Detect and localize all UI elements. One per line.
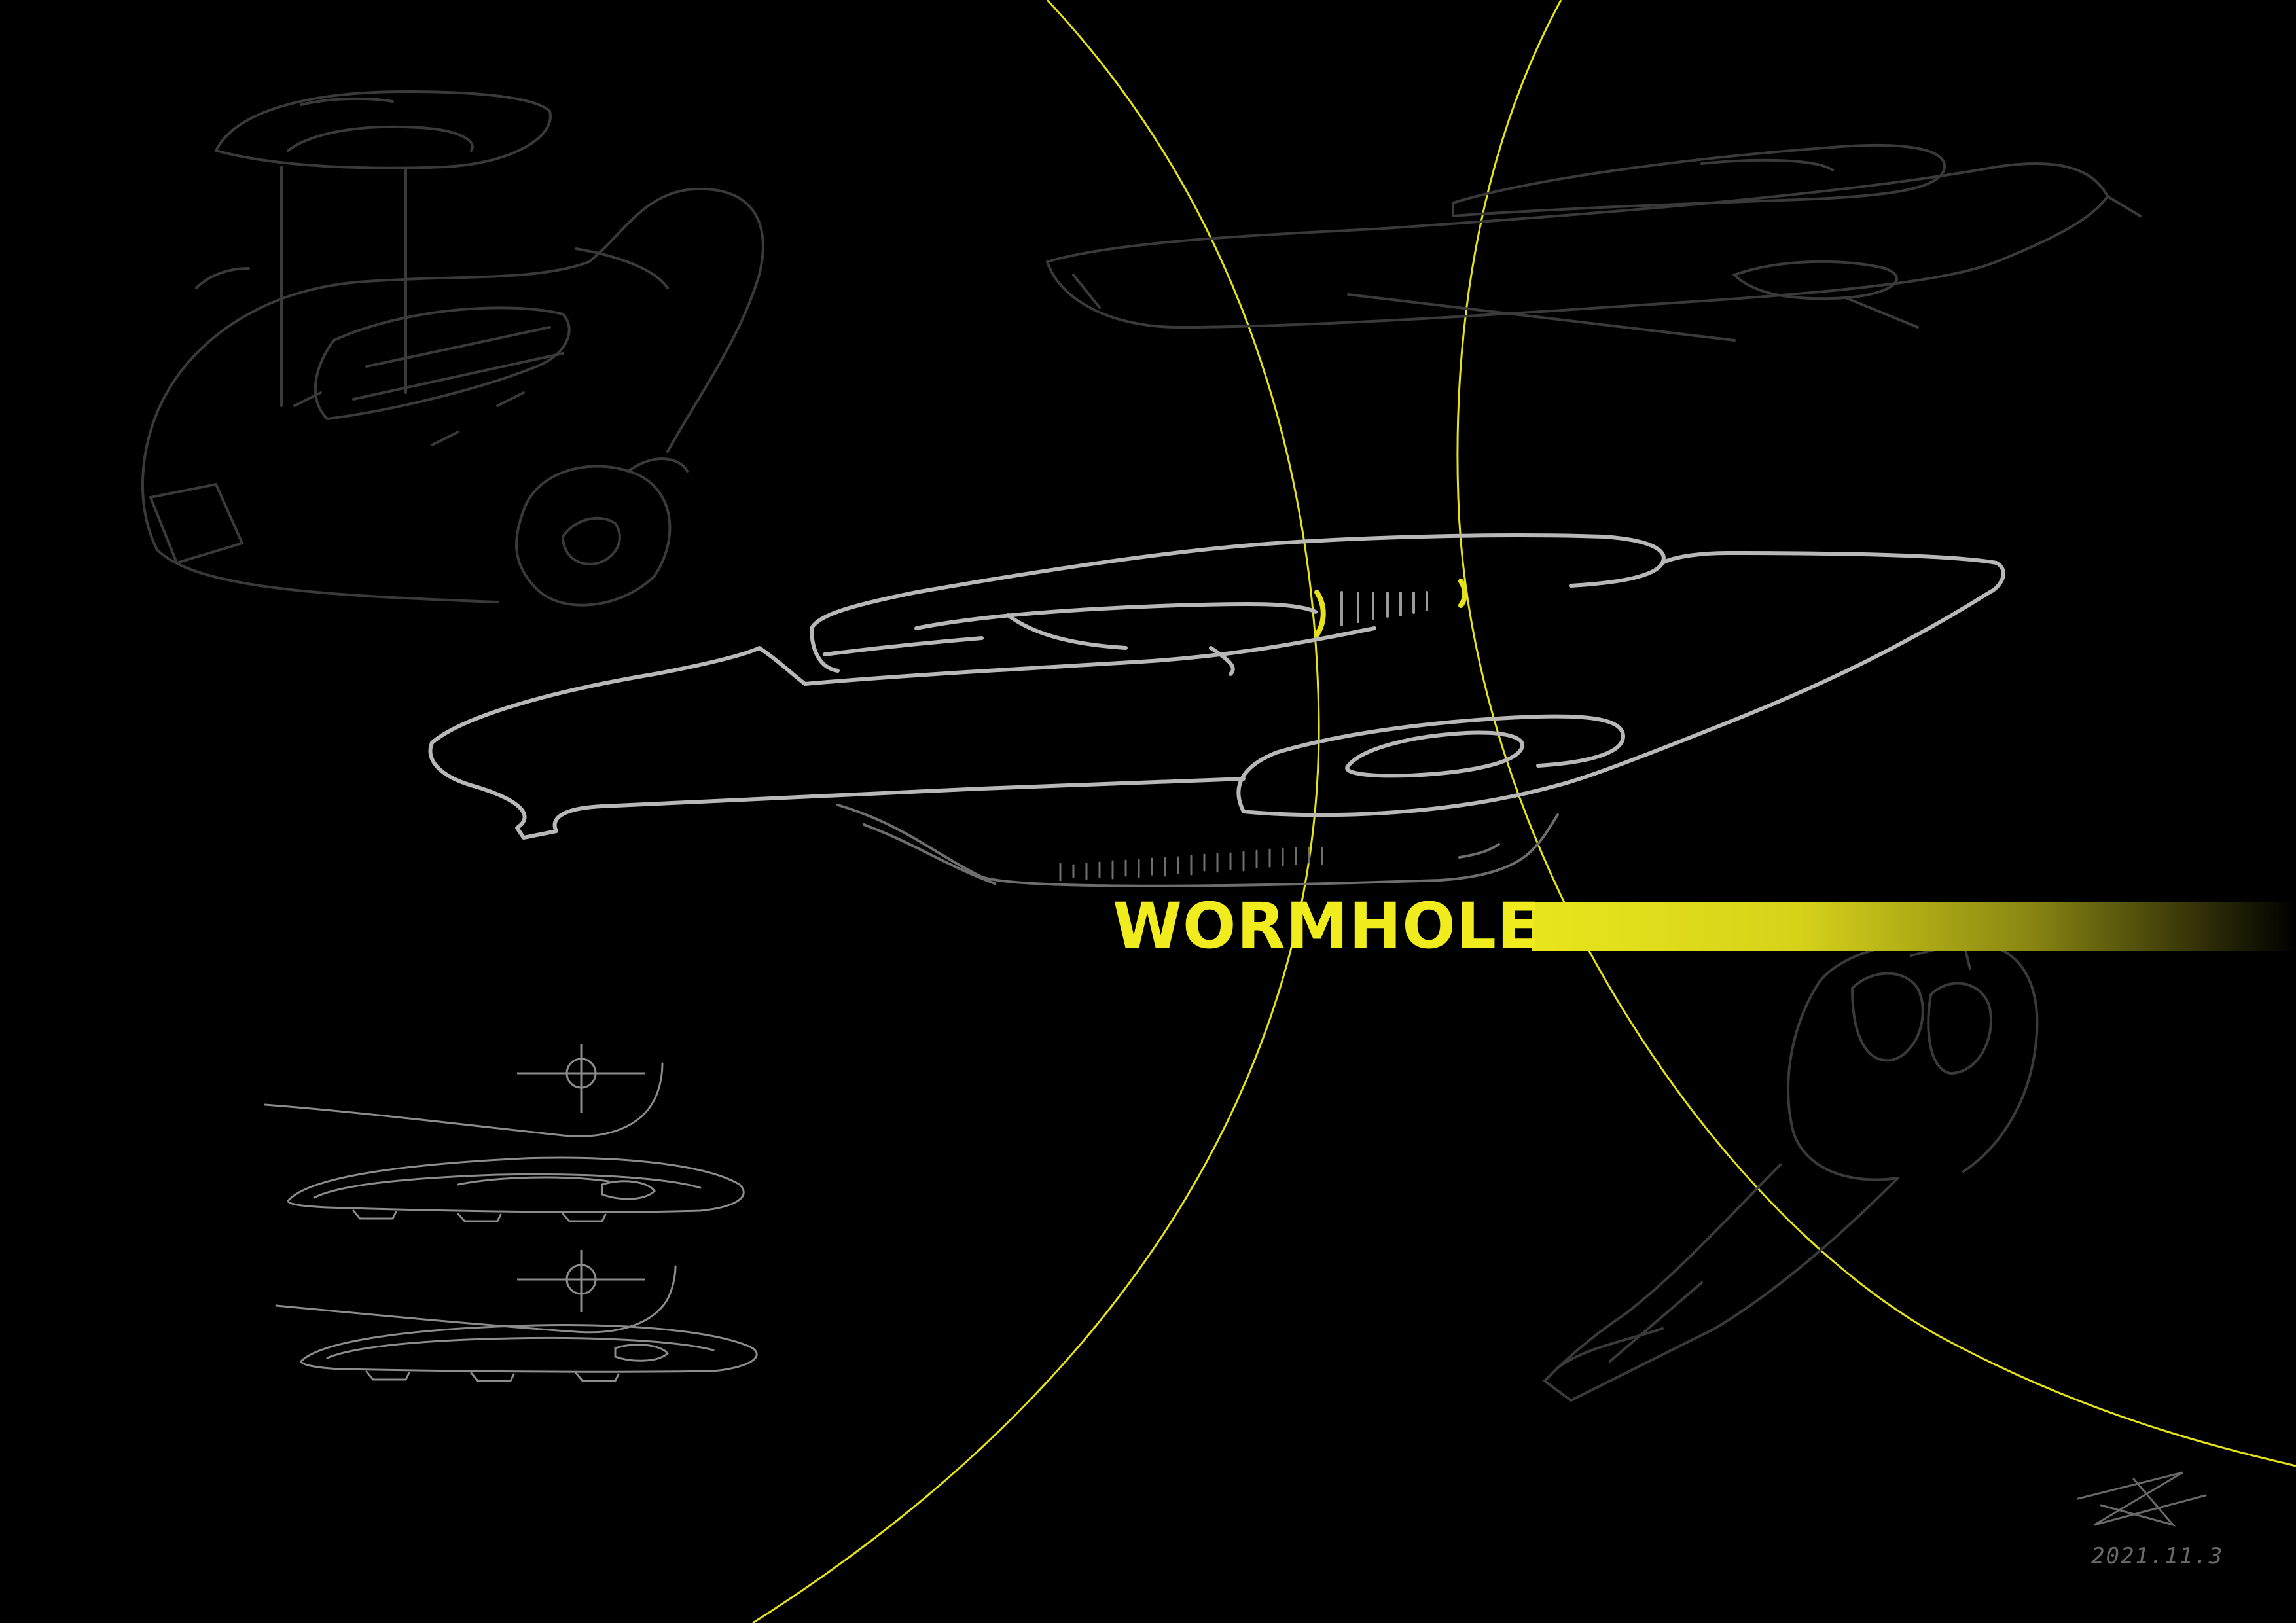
sketch-bottom-left-boards [264, 1062, 758, 1382]
signature-icon [2077, 1471, 2207, 1527]
title-gradient-bar [1532, 902, 2296, 951]
sketch-main-hoverboard [428, 533, 2005, 887]
crosshair-target-icon [517, 1250, 645, 1312]
sketch-top-right-vehicle [1046, 143, 2142, 342]
date-stamp: 2021.11.3 [2091, 1543, 2224, 1569]
orbit-circle-right [1456, 0, 2296, 1467]
crosshair-target-icon [517, 1044, 645, 1113]
yellow-orbit-circles [752, 0, 2296, 1623]
orbit-intersection-markers [1314, 579, 1467, 637]
orbit-circle-left [752, 0, 1320, 1623]
scale-ticks [1059, 846, 1323, 882]
title-banner: WORMHOLE [1113, 893, 2296, 959]
sketch-top-left-vehicle [141, 90, 764, 607]
sketch-bottom-right-vehicle [1543, 939, 2039, 1402]
page-title: WORMHOLE [1113, 889, 1541, 963]
